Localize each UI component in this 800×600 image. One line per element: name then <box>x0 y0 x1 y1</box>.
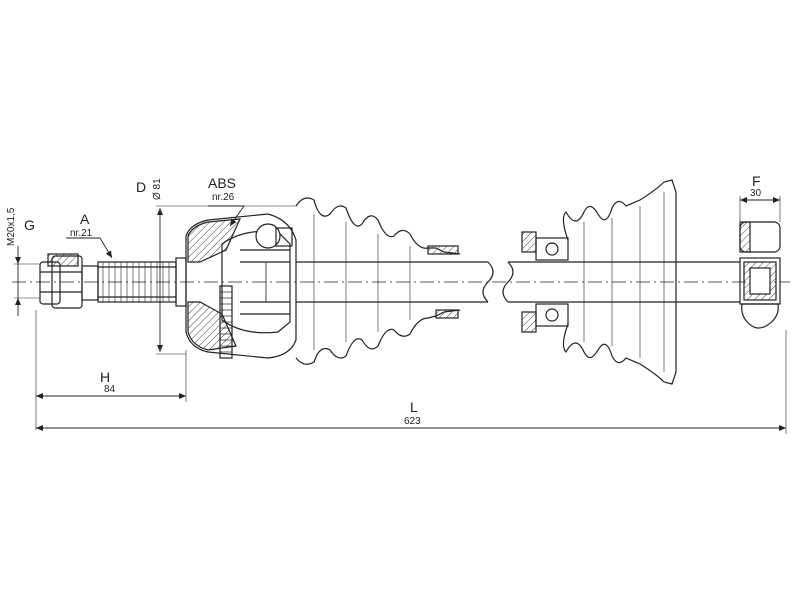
damper-bearing <box>521 231 569 333</box>
tripod-end <box>739 221 781 329</box>
outer-cv-joint <box>185 213 297 359</box>
label-abs: ABS <box>208 175 236 191</box>
label-a: A <box>80 211 90 227</box>
label-d: D <box>136 179 146 195</box>
outer-boot <box>295 197 461 365</box>
inner-boot <box>562 179 677 385</box>
label-d-value: Ø 81 <box>152 178 163 200</box>
label-l: L <box>410 399 418 415</box>
label-a-ref: nr.21 <box>70 228 93 239</box>
label-h-value: 84 <box>104 384 116 395</box>
leader-abs <box>208 205 245 227</box>
label-f: F <box>752 173 761 189</box>
label-abs-ref: nr.26 <box>212 192 235 203</box>
label-thread: M20x1,5 <box>6 207 17 246</box>
threaded-stub <box>39 253 99 309</box>
main-shaft <box>296 261 740 303</box>
label-h: H <box>100 369 110 385</box>
label-l-value: 623 <box>404 416 421 427</box>
abs-ring <box>219 285 233 359</box>
leader-a <box>66 237 113 259</box>
label-f-value: 30 <box>750 188 762 199</box>
label-g: G <box>24 217 35 233</box>
